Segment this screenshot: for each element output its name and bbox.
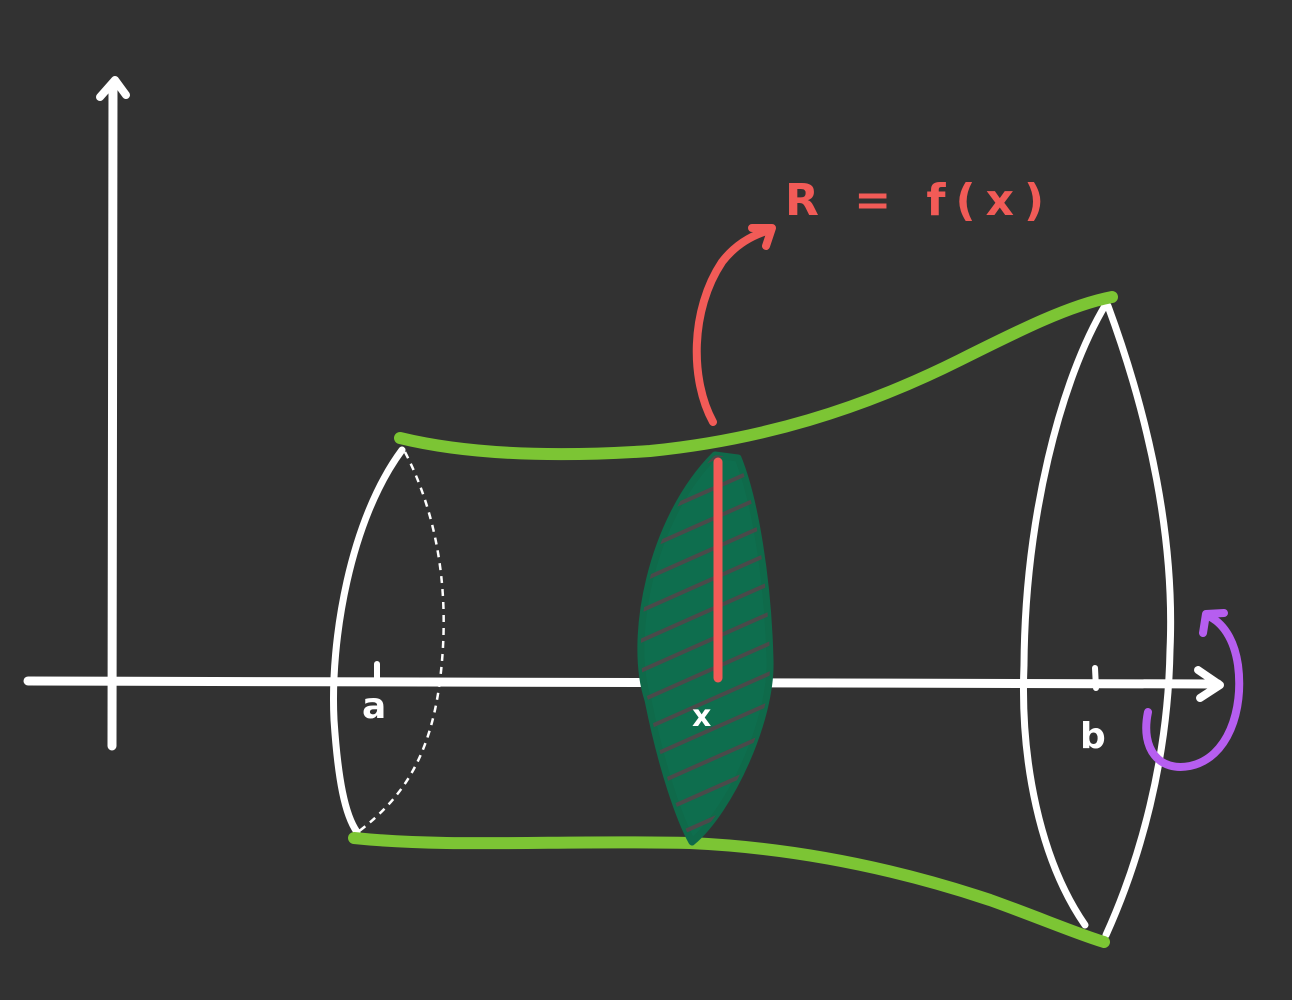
curves bbox=[348, 291, 1118, 948]
rotation-arrowhead bbox=[1199, 609, 1228, 637]
label-a: a bbox=[362, 686, 386, 727]
y-axis-arrowhead bbox=[96, 76, 130, 101]
lower-curve bbox=[348, 832, 1110, 948]
axis-labels: a x b bbox=[362, 686, 1106, 757]
rotation-arrow-icon bbox=[1142, 612, 1244, 771]
left-cross-section bbox=[330, 446, 445, 836]
right-cross-section bbox=[1020, 300, 1175, 939]
left-ellipse-back-dashed bbox=[357, 451, 445, 833]
label-x: x bbox=[692, 699, 711, 734]
x-axis-arrowhead bbox=[1194, 666, 1224, 702]
radius-label: R = f(x) bbox=[785, 175, 1054, 226]
disk-slice bbox=[637, 451, 774, 846]
label-b: b bbox=[1080, 716, 1106, 757]
tick-b bbox=[1092, 665, 1099, 691]
rotation-indicator bbox=[1142, 609, 1244, 771]
x-axis bbox=[23, 676, 1223, 689]
y-axis bbox=[107, 79, 118, 751]
radius-pointer-arrow bbox=[692, 226, 774, 426]
radius-pointer-arrowhead bbox=[748, 224, 776, 250]
left-ellipse-front bbox=[330, 446, 406, 836]
right-ellipse-left-arc bbox=[1020, 300, 1110, 929]
upper-curve-f bbox=[394, 291, 1118, 461]
disk-slice-fill bbox=[637, 451, 774, 846]
radius-annotation: R = f(x) bbox=[692, 175, 1054, 426]
right-ellipse-right-arc bbox=[1102, 302, 1175, 939]
